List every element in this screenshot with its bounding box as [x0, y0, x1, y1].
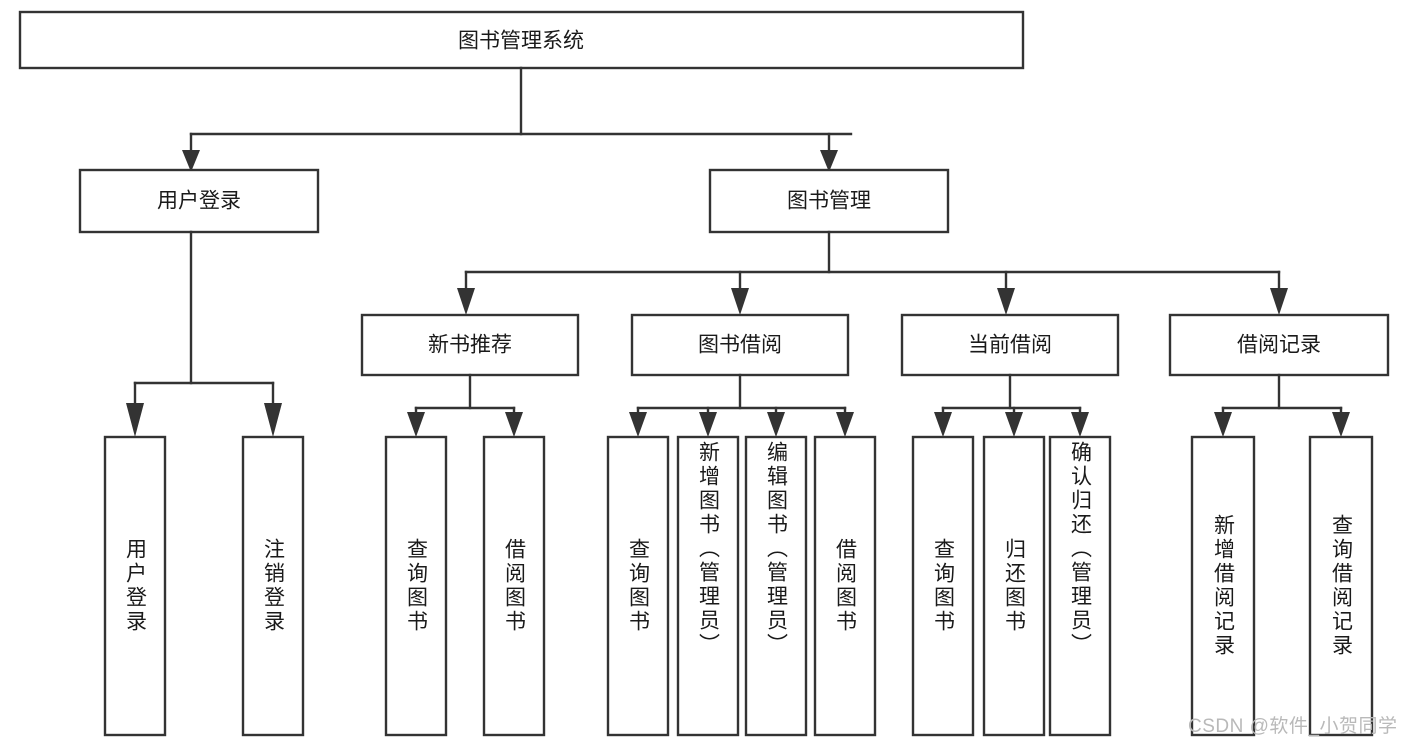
leaf-box-query-book-1: [384, 435, 448, 737]
leaf-box-logout: [241, 435, 305, 737]
connector-book-management-to-level3: [457, 230, 1288, 315]
connector-new-book-recommend-to-leaves: [407, 373, 523, 437]
node-current-borrow[interactable]: 当前借阅: [900, 313, 1120, 377]
node-root-label: 图书管理系统: [458, 30, 584, 53]
leaf-box-edit-book-admin: [744, 435, 808, 737]
node-book-borrow[interactable]: 图书借阅: [630, 313, 850, 377]
leaf-box-borrow-book-2: [813, 435, 877, 737]
connector-root-to-level2: [182, 66, 853, 172]
node-user-login-label: 用户登录: [157, 190, 241, 213]
leaf-box-query-borrow-record: [1308, 435, 1374, 737]
node-borrow-record[interactable]: 借阅记录: [1168, 313, 1390, 377]
node-current-borrow-label: 当前借阅: [968, 334, 1052, 357]
csdn-watermark: CSDN @软件_小贺同学: [1188, 716, 1398, 737]
node-book-management-label: 图书管理: [787, 190, 871, 213]
connector-user-login-to-leaves: [126, 230, 282, 437]
connector-borrow-record-to-leaves: [1214, 373, 1350, 437]
node-new-book-recommend[interactable]: 新书推荐: [360, 313, 580, 377]
leaf-box-user-login: [103, 435, 167, 737]
leaf-box-query-book-3: [911, 435, 975, 737]
node-new-book-recommend-label: 新书推荐: [428, 334, 512, 357]
leaf-box-return-book: [982, 435, 1046, 737]
leaf-box-borrow-book-1: [482, 435, 546, 737]
connector-book-borrow-to-leaves: [629, 373, 854, 437]
leaf-box-confirm-return-admin: [1048, 435, 1112, 737]
leaf-box-add-book-admin: [676, 435, 740, 737]
connector-current-borrow-to-leaves: [934, 373, 1089, 437]
leaf-boxes: [103, 435, 1374, 737]
node-borrow-record-label: 借阅记录: [1237, 334, 1321, 357]
leaf-box-query-book-2: [606, 435, 670, 737]
node-book-management[interactable]: 图书管理: [708, 168, 950, 234]
node-book-borrow-label: 图书借阅: [698, 334, 782, 357]
leaf-box-add-borrow-record: [1190, 435, 1256, 737]
node-root[interactable]: 图书管理系统: [18, 10, 1025, 70]
node-user-login[interactable]: 用户登录: [78, 168, 320, 234]
